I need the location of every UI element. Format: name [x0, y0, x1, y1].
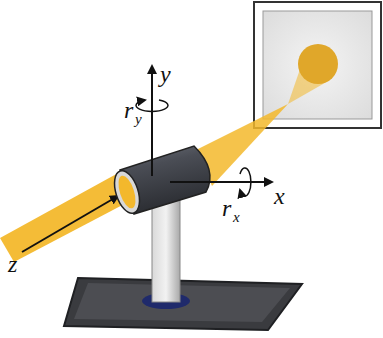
- ry-rotation: [136, 100, 168, 111]
- rotation-label: r: [222, 196, 231, 220]
- rotation-label: r: [124, 98, 133, 122]
- x-axis: [170, 181, 272, 183]
- screen-panel: [263, 11, 372, 119]
- axis-label: x: [274, 184, 285, 208]
- post: [152, 198, 180, 302]
- axis-label: z: [8, 252, 17, 276]
- stand-base-top: [74, 283, 290, 322]
- rx-rotation: [240, 168, 251, 196]
- input-beam: [0, 172, 132, 262]
- stand-base: [64, 278, 302, 330]
- screen-frame: [254, 2, 381, 128]
- rotation-subscript: y: [135, 112, 142, 127]
- beam-spot: [298, 44, 338, 84]
- z-axis: [22, 196, 118, 252]
- rotation-subscript: x: [233, 210, 240, 225]
- axis-label: y: [160, 62, 171, 86]
- y-axis: [151, 66, 153, 176]
- tube-opening: [115, 174, 139, 211]
- tube-front-rim: [110, 168, 145, 217]
